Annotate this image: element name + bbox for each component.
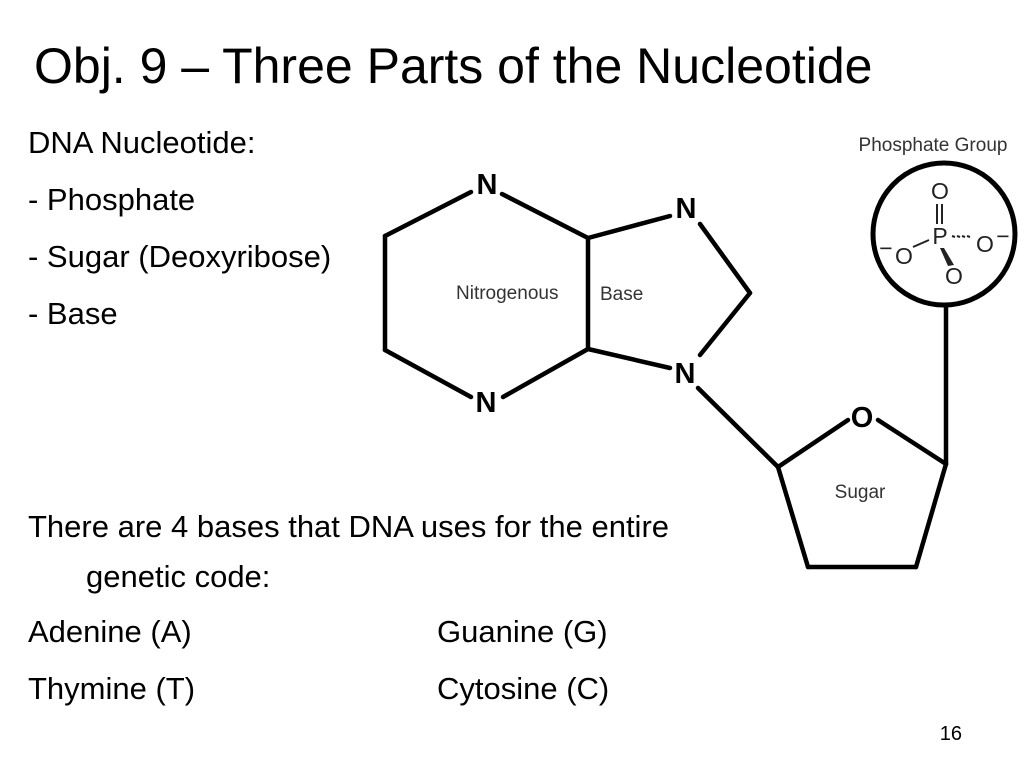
nitrogen-bottom-left: N xyxy=(476,387,497,419)
part-base: - Base xyxy=(28,296,118,331)
base-thymine: Thymine (T) xyxy=(28,671,196,706)
base-label-base: Base xyxy=(600,284,643,305)
slide-title: Obj. 9 – Three Parts of the Nucleotide xyxy=(34,38,873,94)
bases-description-line1: There are 4 bases that DNA uses for the … xyxy=(28,509,670,544)
phosphate-wedge-bond xyxy=(940,248,954,266)
nitrogen-bottom-right: N xyxy=(675,358,696,390)
phosphate-oxygen-bottom: O xyxy=(945,263,963,289)
sugar-ring xyxy=(775,417,949,570)
part-sugar: - Sugar (Deoxyribose) xyxy=(28,239,332,274)
phosphate-bonds xyxy=(912,204,971,248)
phosphate-oxygen-left: O xyxy=(895,243,913,269)
base-label-nitrogenous: Nitrogenous xyxy=(456,283,558,304)
base-hexagon-ring xyxy=(382,189,591,400)
base-guanine: Guanine (G) xyxy=(437,614,608,649)
phosphate-oxygen-top: O xyxy=(931,178,949,204)
nitrogen-top-right: N xyxy=(676,193,697,225)
sugar-oxygen: O xyxy=(851,402,874,434)
base-adenine: Adenine (A) xyxy=(28,614,192,649)
part-phosphate: - Phosphate xyxy=(28,182,196,217)
phosphate-group-label: Phosphate Group xyxy=(859,135,1008,156)
sugar-label: Sugar xyxy=(835,482,886,503)
phosphate-minus-left: − xyxy=(879,235,892,261)
phosphate-minus-right: − xyxy=(996,223,1009,249)
nitrogen-top-left: N xyxy=(477,169,498,201)
base-pentagon-ring xyxy=(585,213,753,371)
intro-text: DNA Nucleotide: xyxy=(28,125,256,160)
phosphate-oxygen-right: O xyxy=(976,231,994,257)
page-number: 16 xyxy=(939,723,962,745)
base-sugar-bond xyxy=(695,385,781,470)
bases-description-line2: genetic code: xyxy=(86,559,271,594)
phosphate-circle xyxy=(870,160,1018,308)
base-cytosine: Cytosine (C) xyxy=(437,671,610,706)
phosphorus-atom: P xyxy=(932,223,947,249)
